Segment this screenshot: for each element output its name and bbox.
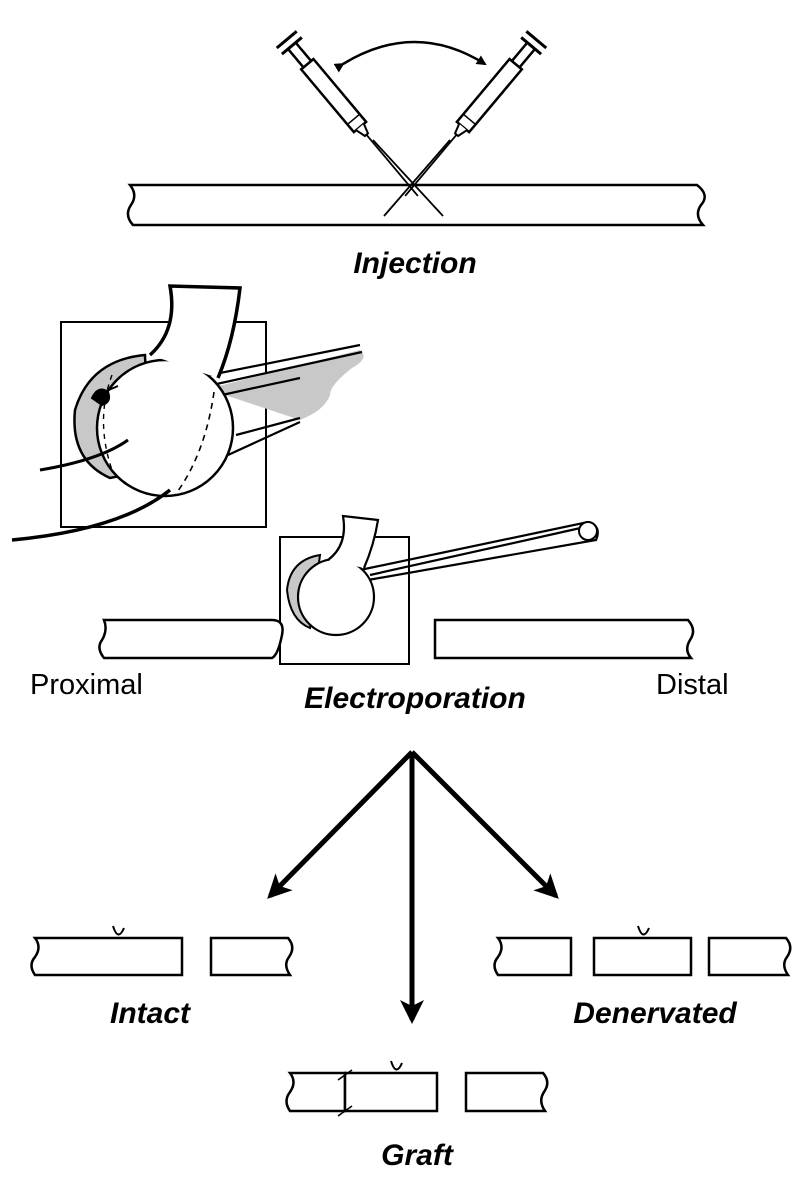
large-electrode-rod — [209, 343, 363, 456]
denervated-nerve-right — [707, 936, 792, 977]
intact-suture-icon — [112, 925, 125, 936]
large-electrode-shade — [215, 350, 364, 420]
right-syringe-icon — [404, 30, 548, 197]
graft-suture-icon — [390, 1060, 403, 1071]
denervated-suture-icon — [637, 925, 650, 936]
electroporation-panel: Proximal Distal Electroporation — [11, 284, 729, 715]
rotation-arrow — [333, 40, 487, 73]
graft-segment — [343, 1071, 439, 1113]
left-syringe-icon — [275, 30, 419, 197]
arrow-to-denervated — [410, 750, 559, 899]
injection-panel: Injection — [126, 30, 706, 280]
intact-label: Intact — [110, 997, 192, 1030]
distal-label: Distal — [656, 669, 729, 701]
injection-label: Injection — [353, 247, 476, 280]
denervated-label: Denervated — [573, 997, 737, 1030]
small-electrode-rod — [359, 520, 599, 582]
distal-nerve — [433, 618, 695, 660]
graft-nerve-distal — [464, 1071, 549, 1113]
denervated-nerve-left — [493, 936, 573, 977]
left-needle — [372, 139, 444, 217]
denervated-nerve-middle — [592, 936, 693, 977]
graft-stitch-top-icon — [337, 1069, 353, 1081]
graft-panel: Graft — [285, 1060, 549, 1172]
large-suture-icon — [90, 385, 119, 407]
large-nerve-under — [11, 488, 172, 542]
graft-nerve-proximal — [285, 1071, 347, 1113]
intact-nerve-proximal — [30, 936, 184, 977]
denervated-panel: Denervated — [493, 925, 792, 1030]
electroporation-label: Electroporation — [304, 682, 526, 715]
large-cup-dash — [174, 391, 215, 496]
intact-panel: Intact — [30, 925, 294, 1030]
large-electrode-cup — [95, 358, 235, 498]
proximal-nerve — [98, 618, 284, 660]
intact-nerve-distal — [209, 936, 294, 977]
right-needle — [383, 139, 451, 217]
graft-label: Graft — [381, 1139, 455, 1172]
small-rod-tip — [578, 521, 598, 541]
arrow-to-intact — [267, 750, 414, 899]
graft-stitch-bottom-icon — [337, 1105, 353, 1117]
injection-nerve — [126, 183, 706, 227]
branch-arrows — [267, 750, 559, 1024]
small-electrode-cup — [296, 557, 376, 637]
large-wire — [39, 438, 129, 472]
small-electrode-band — [327, 514, 380, 569]
proximal-label: Proximal — [30, 669, 143, 701]
large-electrode-band — [148, 284, 242, 379]
